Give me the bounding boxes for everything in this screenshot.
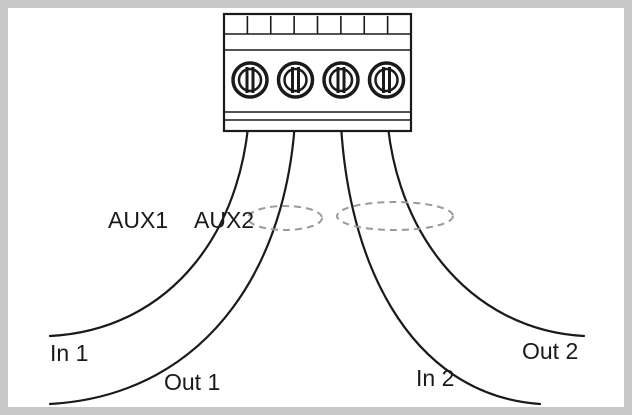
label-out-1: Out 1 [164,369,220,395]
wire-out-1 [48,88,298,406]
terminal-screws [231,61,406,99]
terminal-block-ribs [246,16,389,34]
wire-in-1 [48,88,252,338]
label-in-1: In 1 [50,340,88,366]
screw-terminal-1 [231,61,269,99]
label-aux1: AUX1 [108,207,168,233]
terminal-block [222,12,413,133]
label-in-2: In 2 [416,365,454,391]
label-aux2: AUX2 [194,207,254,233]
screw-terminal-4 [367,61,406,99]
aux-loop-left [247,205,323,231]
wire-in-2 [338,88,542,406]
wire-out-2 [384,88,586,338]
screw-terminal-3 [322,61,360,99]
label-out-2: Out 2 [522,338,578,364]
aux-loop-right [336,201,454,231]
wires [48,88,586,406]
screw-terminal-2 [276,61,315,99]
